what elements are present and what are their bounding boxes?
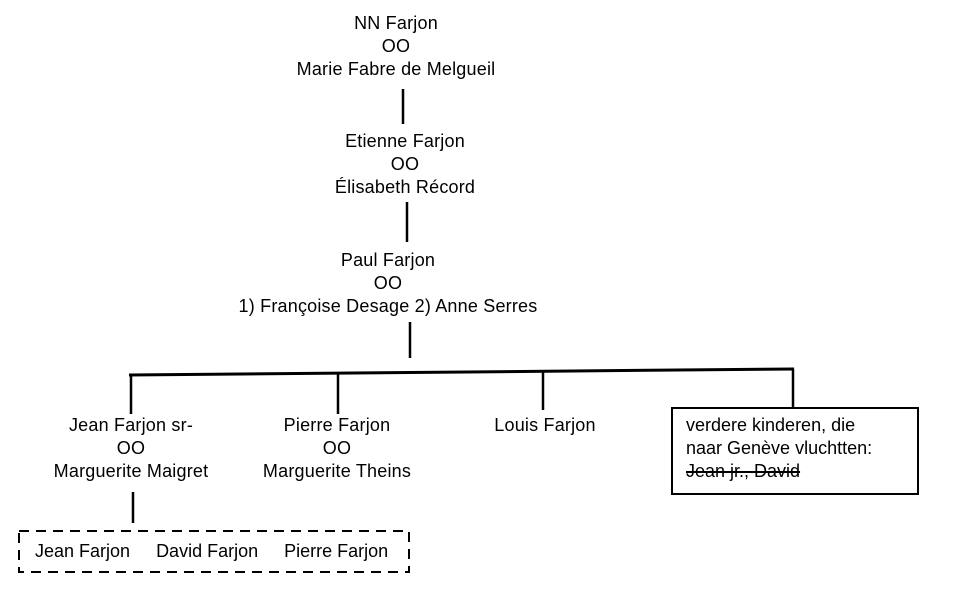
person-node-nn-farjon: NN Farjon OO Marie Fabre de Melgueil xyxy=(297,12,496,81)
person-name: NN Farjon xyxy=(354,13,438,33)
spouse-name: Marguerite Maigret xyxy=(53,461,209,481)
marriage-symbol: OO xyxy=(116,438,146,458)
note-line-2: naar Genève vluchtten: xyxy=(686,438,873,458)
person-name: Etienne Farjon xyxy=(345,131,465,151)
marriage-symbol: OO xyxy=(373,273,403,293)
marriage-symbol: OO xyxy=(381,36,411,56)
spouse-name: Marguerite Theins xyxy=(262,461,412,481)
marriage-symbol: OO xyxy=(390,154,420,174)
marriage-symbol: OO xyxy=(322,438,352,458)
note-struck-names: Jean jr., David xyxy=(686,461,801,481)
person-node-paul-farjon: Paul Farjon OO 1) Françoise Desage 2) An… xyxy=(239,249,538,318)
note-box-further-children: verdere kinderen, die naar Genève vlucht… xyxy=(671,407,919,495)
grandchild-name-pierre: Pierre Farjon xyxy=(284,541,389,561)
person-node-pierre-farjon: Pierre Farjon OO Marguerite Theins xyxy=(263,414,411,483)
children-bar xyxy=(128,367,795,377)
person-node-jean-farjon-sr: Jean Farjon sr- OO Marguerite Maigret xyxy=(54,414,209,483)
person-name: Paul Farjon xyxy=(340,250,436,270)
grandchild-name-david: David Farjon xyxy=(156,541,259,561)
spouse-name: Élisabeth Récord xyxy=(334,177,476,197)
note-line-1: verdere kinderen, die xyxy=(686,415,856,435)
person-name: Jean Farjon sr- xyxy=(68,415,194,435)
person-node-etienne-farjon: Etienne Farjon OO Élisabeth Récord xyxy=(335,130,475,199)
spouse-name: 1) Françoise Desage 2) Anne Serres xyxy=(238,296,538,316)
grandchildren-box: Jean Farjon David Farjon Pierre Farjon xyxy=(18,530,410,573)
person-name: Pierre Farjon xyxy=(283,415,391,435)
grandchild-name-jean: Jean Farjon xyxy=(35,541,131,561)
person-name: Louis Farjon xyxy=(494,415,596,435)
spouse-name: Marie Fabre de Melgueil xyxy=(296,59,496,79)
person-node-louis-farjon: Louis Farjon xyxy=(494,414,595,437)
